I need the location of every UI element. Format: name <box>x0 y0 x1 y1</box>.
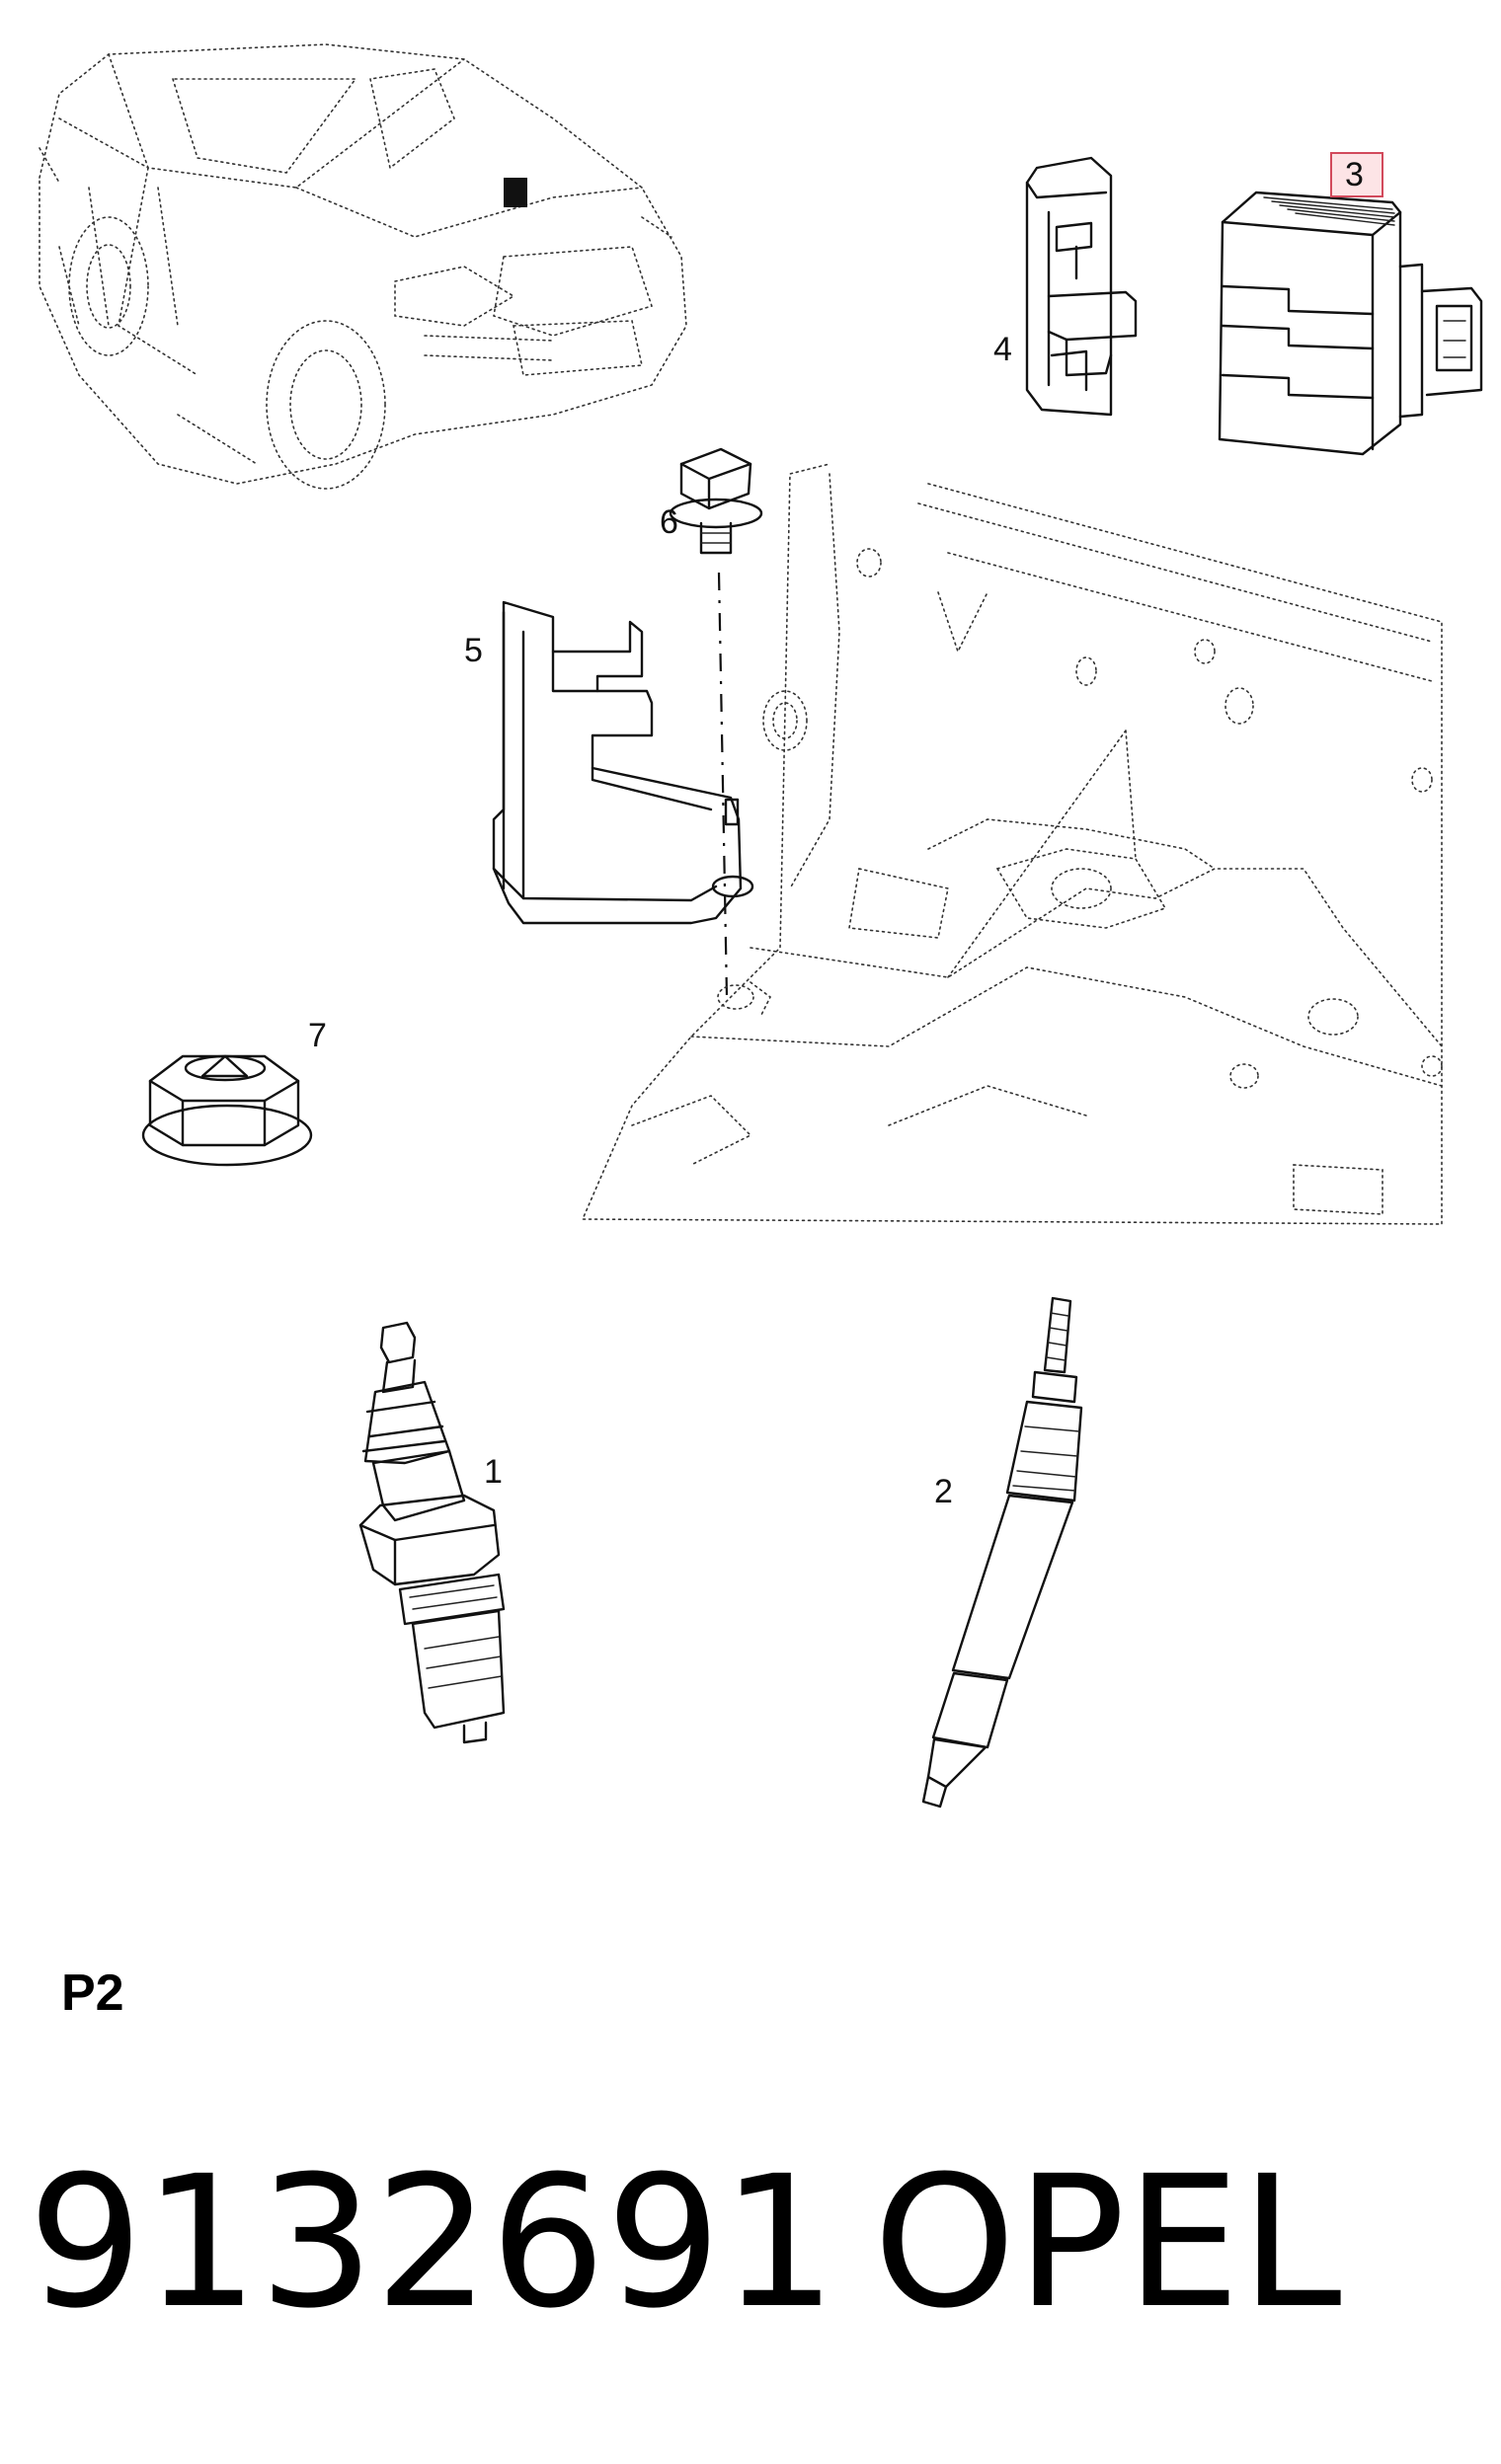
section-label: P2 <box>61 1964 124 2022</box>
vehicle-overview <box>39 43 687 490</box>
callout-6[interactable]: 6 <box>660 503 678 541</box>
fastener-axis-line <box>717 572 729 998</box>
callout-3[interactable]: 3 <box>1345 156 1364 193</box>
callout-2[interactable]: 2 <box>934 1473 953 1510</box>
part-5-bracket <box>492 600 754 925</box>
part-1-spark-plug <box>358 1321 506 1744</box>
callout-4[interactable]: 4 <box>993 331 1012 368</box>
part-number: 9132691 <box>28 2137 836 2348</box>
part-6-bolt <box>669 447 763 555</box>
callout-5[interactable]: 5 <box>464 632 483 669</box>
part-4-clip <box>1025 156 1138 417</box>
part-2-glow-plug <box>921 1296 1083 1809</box>
part-3-control-module <box>1218 191 1483 456</box>
engine-bay-structure <box>581 463 1443 1225</box>
callout-1[interactable]: 1 <box>484 1453 503 1491</box>
callout-3-highlight[interactable] <box>1330 152 1383 197</box>
brand-name: OPEL <box>873 2137 1342 2348</box>
callout-7[interactable]: 7 <box>308 1017 327 1054</box>
part-7-flange-nut <box>141 1054 313 1167</box>
module-location-marker <box>504 178 527 207</box>
